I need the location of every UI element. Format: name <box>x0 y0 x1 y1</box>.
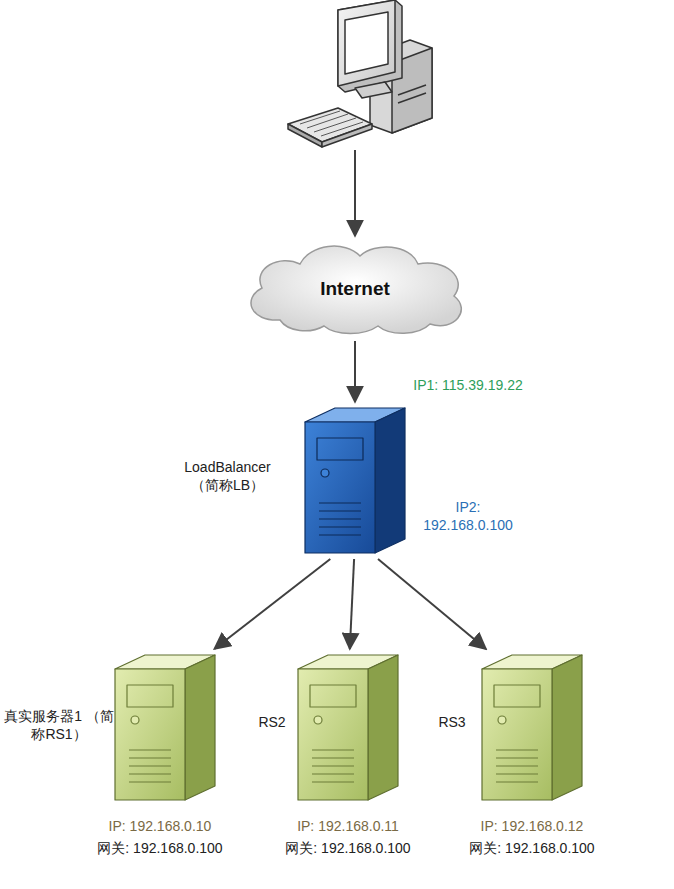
server-name: LoadBalancer （简称LB） <box>170 458 285 494</box>
server-icon <box>305 408 405 553</box>
real-server: 真实服务器1 （简称RS1）IP: 192.168.0.10网关: 192.16… <box>115 655 215 800</box>
arrow-connector <box>354 341 356 402</box>
server-icon <box>482 655 582 800</box>
real-server: RS3IP: 192.168.0.12网关: 192.168.0.100 <box>482 655 582 800</box>
arrow-connector <box>350 559 354 649</box>
node-label: Internet <box>320 277 390 302</box>
ip-label: IP: 192.168.0.12 <box>447 817 617 835</box>
gateway-label: 网关: 192.168.0.100 <box>447 839 617 857</box>
server-icon <box>115 655 215 800</box>
server-icon <box>298 655 398 800</box>
arrow-connector <box>214 559 330 649</box>
ip-label: IP1: 115.39.19.22 <box>413 376 523 394</box>
internet-cloud: Internet <box>240 240 470 335</box>
ip-label: IP2: 192.168.0.100 <box>413 498 523 534</box>
arrow-line <box>354 150 356 236</box>
gateway-label: 网关: 192.168.0.100 <box>263 839 433 857</box>
server-name: 真实服务器1 （简称RS1） <box>3 707 115 743</box>
gateway-label: 网关: 192.168.0.100 <box>75 839 245 857</box>
ip-label: IP: 192.168.0.11 <box>263 817 433 835</box>
arrow-connector <box>378 559 486 649</box>
load-balancer: LoadBalancer （简称LB）IP1: 115.39.19.22IP2:… <box>305 408 405 553</box>
server-name: RS3 <box>430 713 474 731</box>
ip-label: IP: 192.168.0.10 <box>75 817 245 835</box>
real-server: RS2IP: 192.168.0.11网关: 192.168.0.100 <box>298 655 398 800</box>
computer-icon <box>288 0 432 147</box>
server-name: RS2 <box>250 713 294 731</box>
